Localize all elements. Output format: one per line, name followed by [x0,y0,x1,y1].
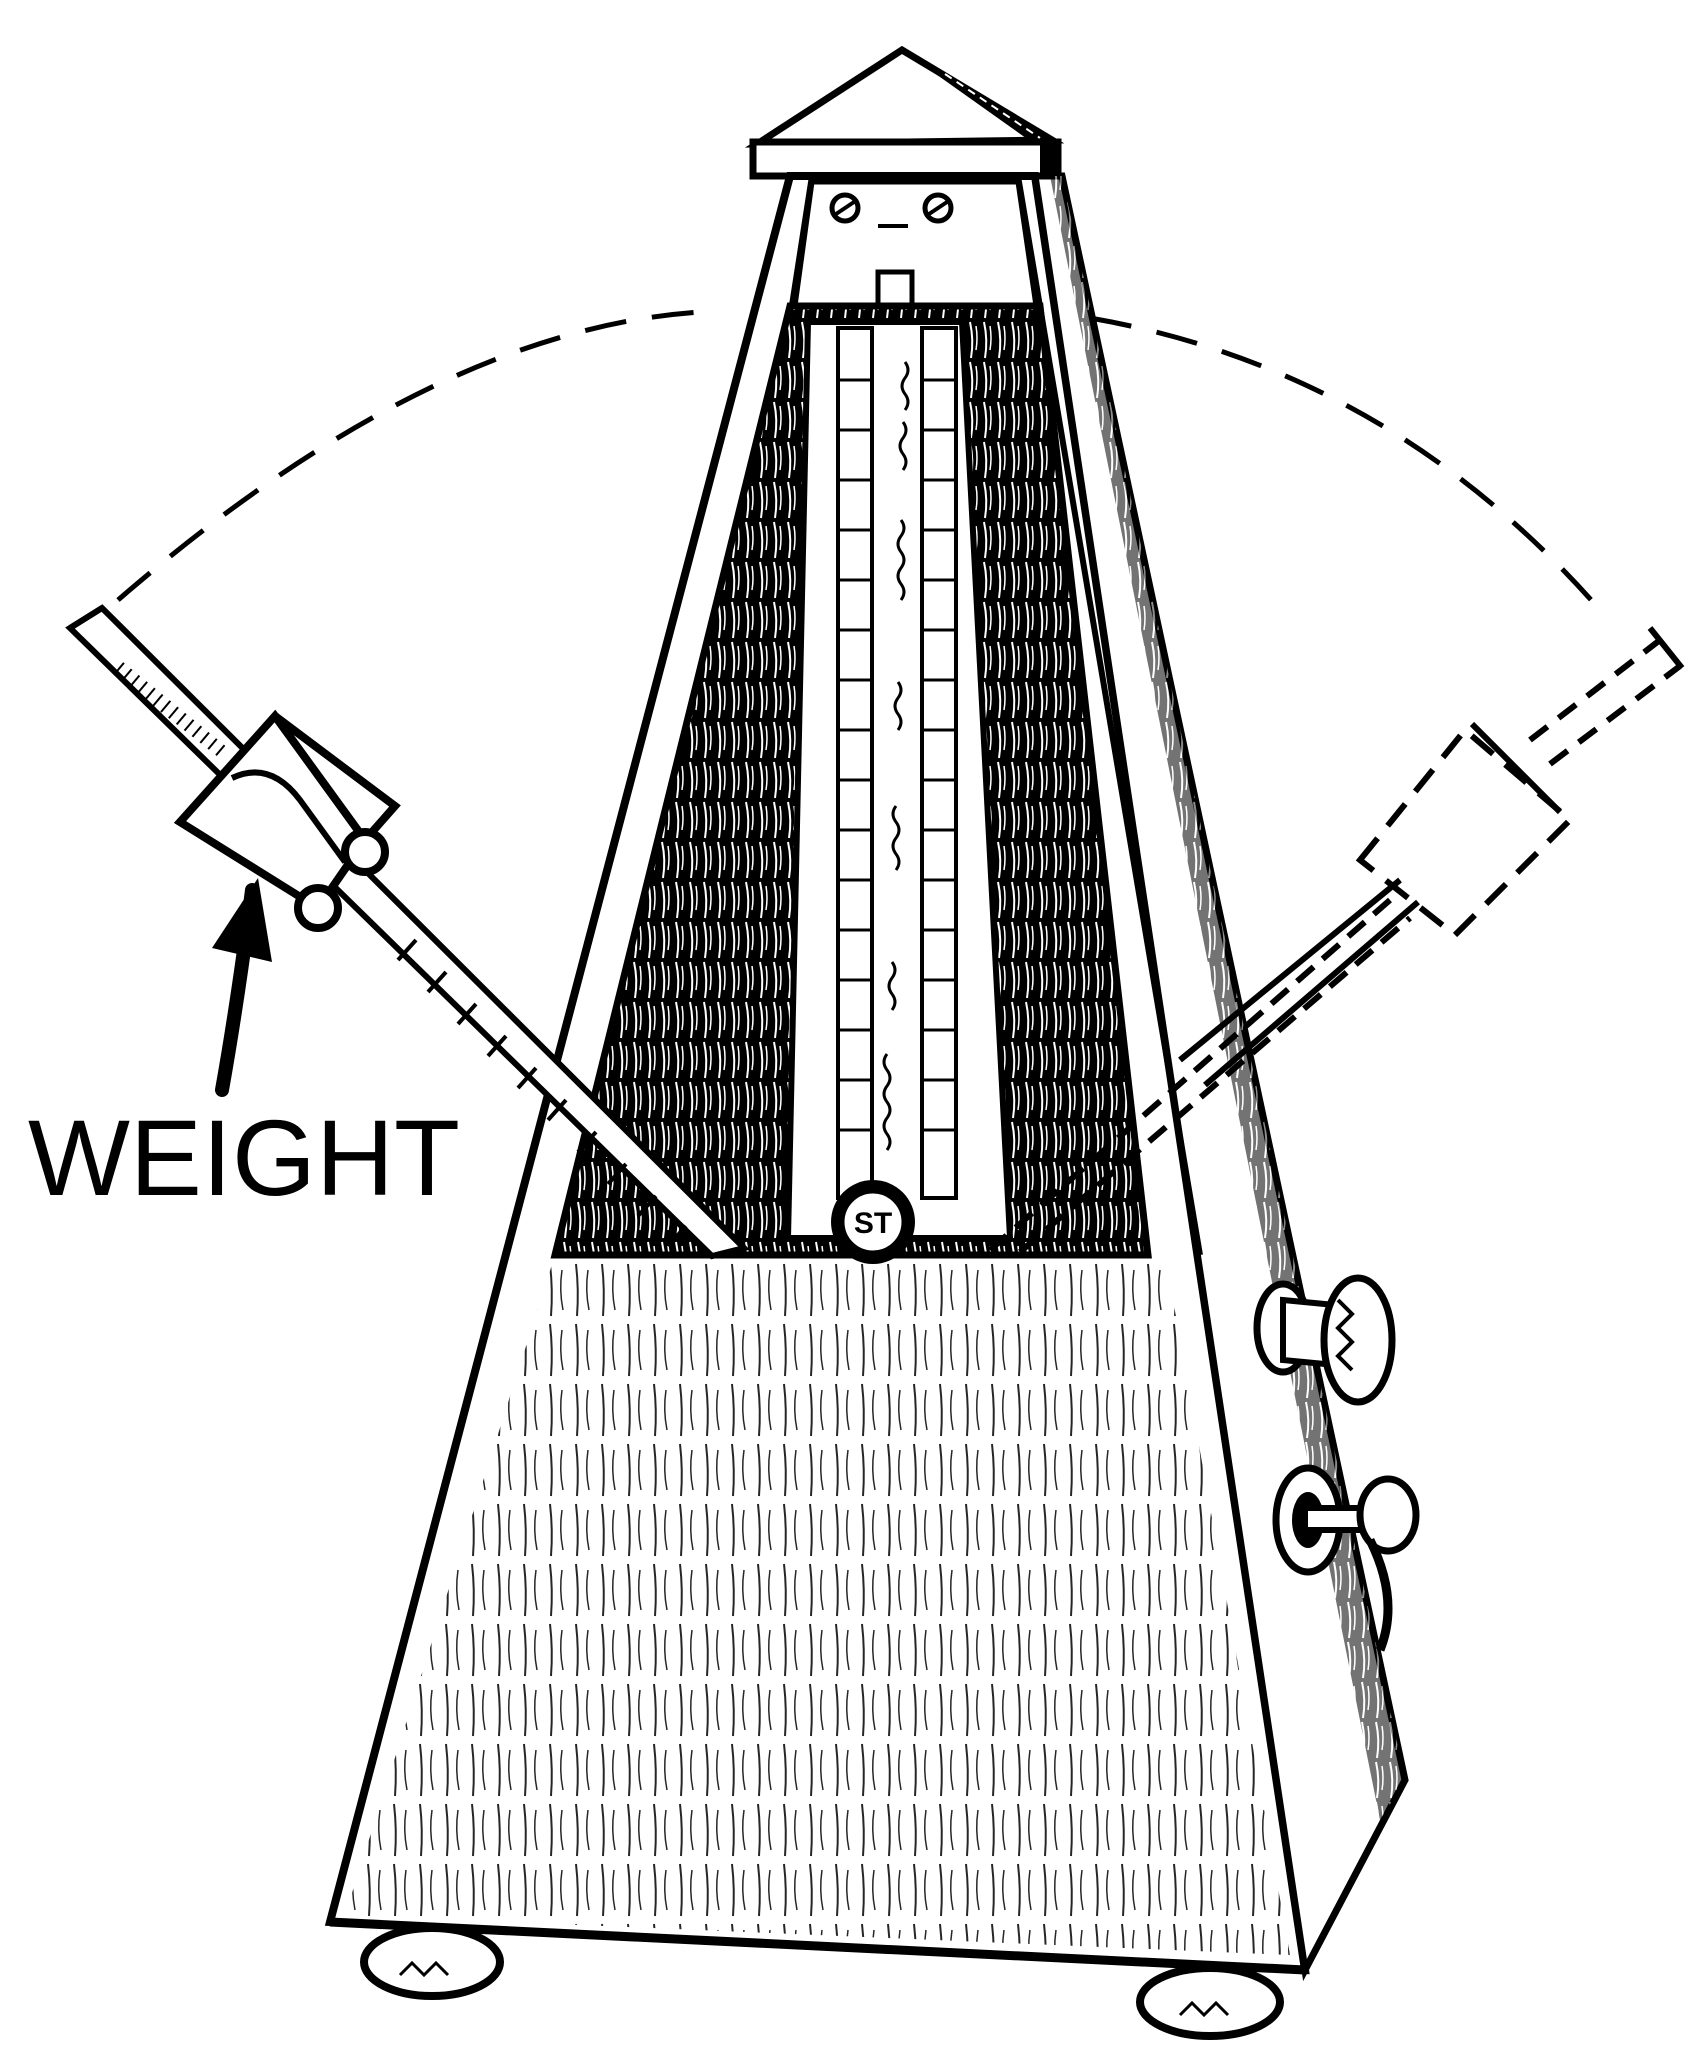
weight-label: WEIGHT [28,1097,460,1218]
foot-right [1140,1968,1280,2036]
foot-left [364,1928,500,1996]
metronome-cap [753,50,1058,176]
pivot-badge-text: ST [854,1207,892,1240]
sliding-weight-ghost [1360,724,1570,935]
top-plate [795,182,1036,306]
arrow-up-icon [212,878,272,1090]
